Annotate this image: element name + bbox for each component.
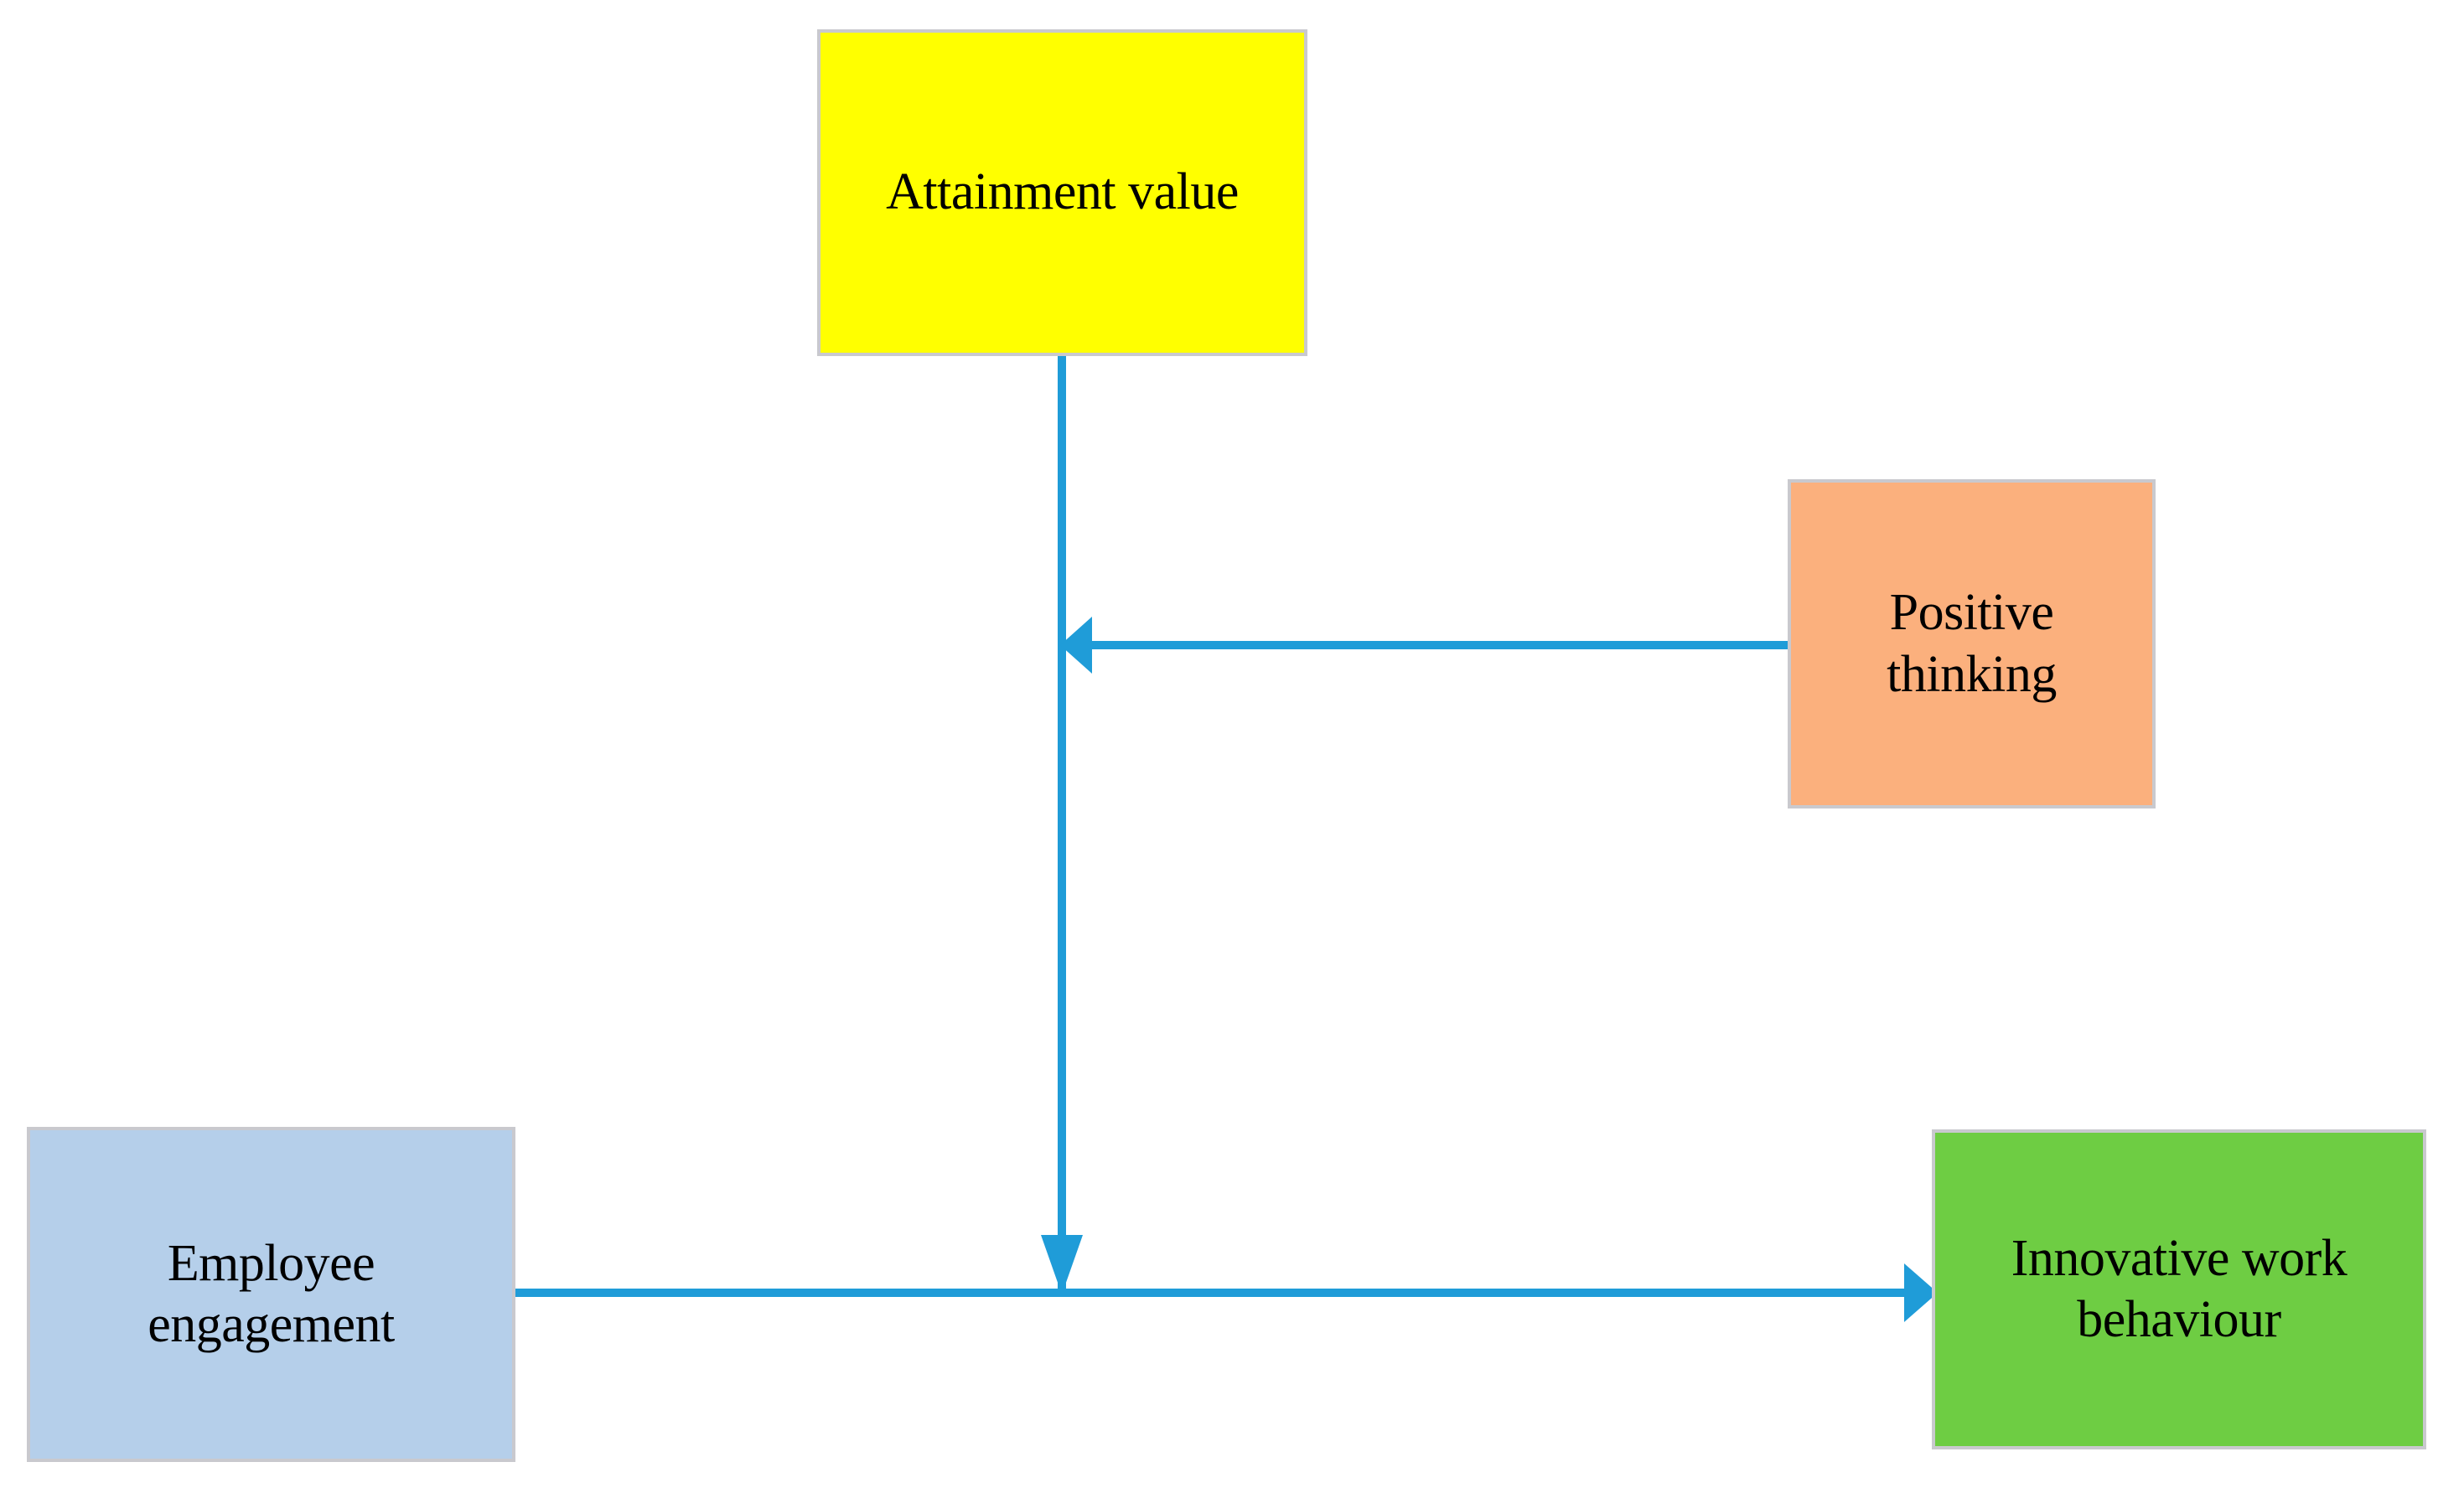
node-innovative-work-behaviour-label: Innovative work behaviour — [2011, 1229, 2348, 1348]
arrowhead-down-icon — [1041, 1235, 1083, 1294]
arrowhead-right-icon — [1904, 1263, 1938, 1322]
edge-employee-engagement-to-innovative-work-behaviour[interactable] — [514, 1263, 1938, 1322]
edge-attainment-value-to-main-path[interactable] — [1041, 356, 1083, 1294]
arrowhead-left-icon — [1060, 617, 1092, 674]
edge-positive-thinking-to-attainment-path[interactable] — [1060, 617, 1794, 674]
node-attainment-value-label: Attainment value — [886, 163, 1239, 221]
node-attainment-value[interactable]: Attainment value — [817, 29, 1307, 356]
node-employee-engagement-label: Employee engagement — [148, 1234, 395, 1353]
node-positive-thinking-label: Positive thinking — [1887, 584, 2057, 703]
node-positive-thinking[interactable]: Positive thinking — [1788, 479, 2156, 808]
node-innovative-work-behaviour[interactable]: Innovative work behaviour — [1932, 1129, 2426, 1449]
node-employee-engagement[interactable]: Employee engagement — [27, 1127, 515, 1462]
